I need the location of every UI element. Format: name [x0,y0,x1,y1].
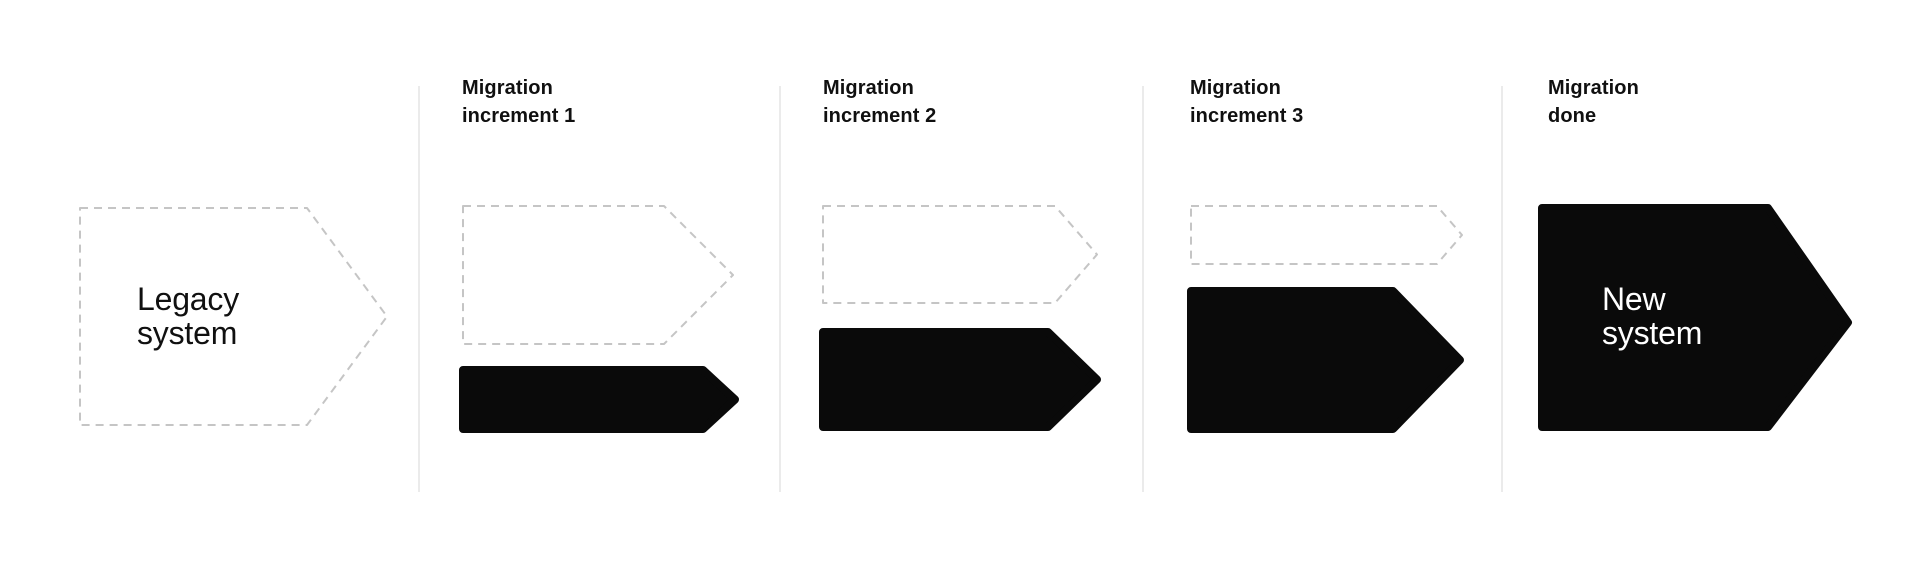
increment1-remaining-dashed-arrow-shape [462,205,734,345]
column-header-increment-2: Migration increment 2 [823,77,937,127]
new-system-filled-arrow-shape [1538,204,1852,431]
increment3-remaining-dashed-arrow-shape [1190,205,1463,265]
increment2-remaining-dashed-arrow-shape [822,205,1098,304]
increment3-migrated-filled-arrow-shape [1187,287,1464,433]
column-divider-3 [1142,86,1144,492]
column-divider-1 [418,86,420,492]
legacy-system-dashed-arrow-shape [79,207,388,426]
new-system-label: New system [1602,281,1703,351]
column-header-increment-3: Migration increment 3 [1190,77,1304,127]
column-divider-2 [779,86,781,492]
increment1-migrated-filled-arrow-shape [459,366,739,433]
increment2-migrated-filled-arrow-shape [819,328,1101,431]
column-header-increment-1: Migration increment 1 [462,77,576,127]
column-divider-4 [1501,86,1503,492]
column-header-done: Migration done [1548,77,1639,127]
legacy-system-label: Legacy system [137,281,239,351]
